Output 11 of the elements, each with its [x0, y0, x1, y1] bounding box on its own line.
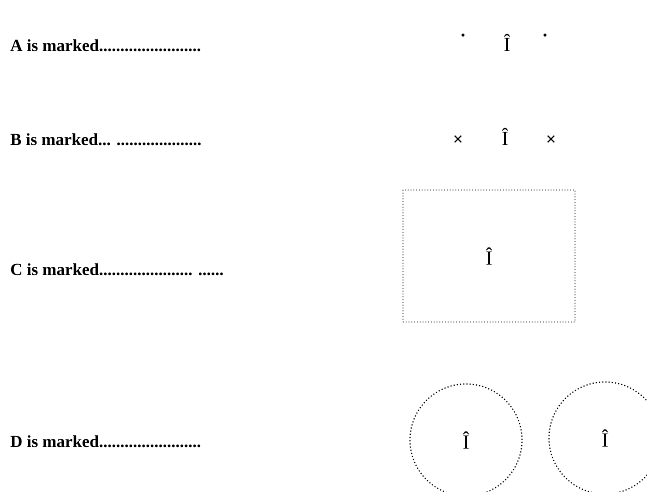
dotted-box: Î [402, 190, 576, 322]
marked-label: D is marked........................ [10, 435, 200, 448]
point-mark: × [547, 135, 555, 143]
marked-label: A is marked........................ [10, 39, 200, 52]
marked-label: B is marked... .................... [10, 133, 201, 146]
point-mark: · [462, 34, 464, 36]
marked-label: C is marked...................... ...... [11, 263, 223, 276]
hat-symbol: Î [502, 128, 508, 145]
point-mark: · [544, 34, 546, 36]
point-mark: × [454, 135, 462, 143]
hat-symbol: Î [504, 34, 510, 51]
